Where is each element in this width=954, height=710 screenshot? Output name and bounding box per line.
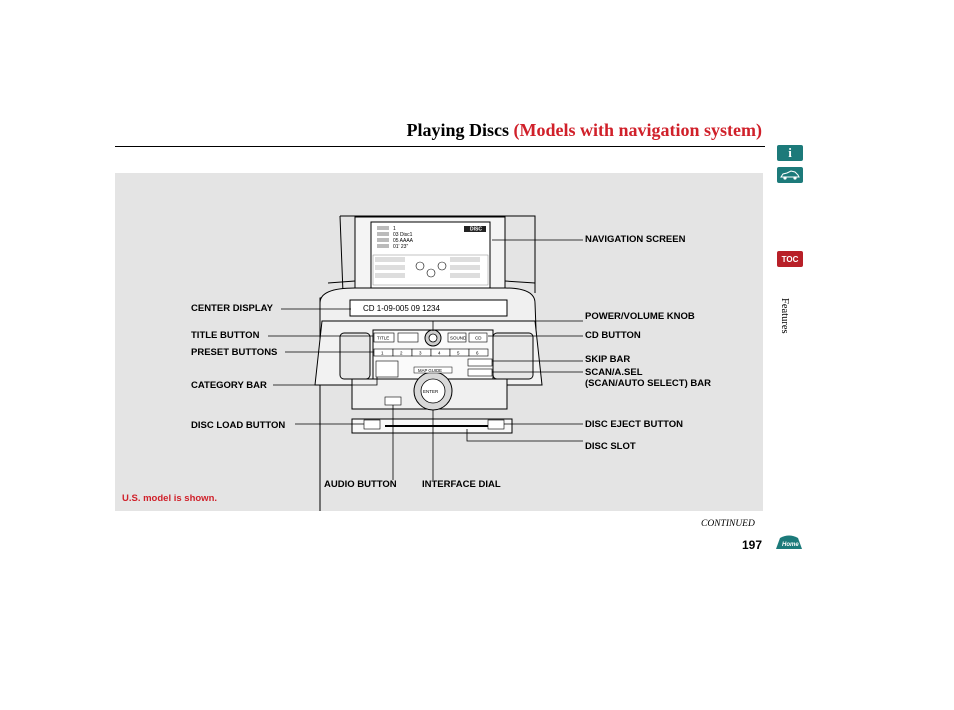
- preset-label-6: 6: [476, 351, 479, 356]
- preset-button-6[interactable]: [468, 348, 489, 357]
- page-title-sub: (Models with navigation system): [513, 120, 763, 140]
- preset-label-1: 1: [381, 351, 384, 356]
- section-label: Features: [779, 298, 790, 334]
- audio-button[interactable]: [384, 396, 402, 406]
- home-button[interactable]: Home: [774, 534, 804, 550]
- info-button[interactable]: [397, 332, 419, 343]
- callout-disc-eject-button: DISC EJECT BUTTON: [585, 419, 684, 430]
- enter-label: ENTER: [423, 389, 439, 394]
- nav-row-4: 01' 23": [393, 244, 408, 250]
- preset-buttons: 1 2 3 4 5 6: [373, 348, 489, 357]
- callout-lines: [268, 239, 583, 480]
- callout-scan-line2: (SCAN/AUTO SELECT) BAR: [585, 378, 711, 389]
- sound-button-label: SOUND: [450, 336, 467, 341]
- callout-power-volume-knob: POWER/VOLUME KNOB: [585, 311, 695, 322]
- audio-unit-illustration: DISC 1 03 Disc1 05 AAAA 01' 23" CD 1-09-…: [268, 215, 583, 511]
- home-icon: Home: [776, 535, 802, 549]
- title-rule: [115, 146, 765, 147]
- preset-label-5: 5: [457, 351, 460, 356]
- car-icon-graphic: [780, 170, 800, 180]
- cd-button-label: CD: [475, 336, 482, 341]
- preset-label-4: 4: [438, 351, 441, 356]
- page-number: 197: [742, 538, 763, 552]
- callout-interface-dial: INTERFACE DIAL: [422, 479, 501, 490]
- preset-label-3: 3: [419, 351, 422, 356]
- callout-category-bar: CATEGORY BAR: [191, 380, 267, 391]
- car-icon[interactable]: [777, 167, 803, 183]
- cd-button[interactable]: [468, 332, 488, 343]
- callout-audio-button: AUDIO BUTTON: [324, 479, 397, 490]
- toc-button[interactable]: TOC: [777, 251, 803, 267]
- category-bar[interactable]: [375, 360, 399, 378]
- sound-button[interactable]: [447, 332, 467, 343]
- nav-badge: DISC: [470, 227, 482, 233]
- callout-skip-bar: SKIP BAR: [585, 354, 631, 365]
- continued-label: CONTINUED: [701, 519, 755, 529]
- page-title-main: Playing Discs: [406, 120, 509, 140]
- callout-title-button: TITLE BUTTON: [191, 330, 260, 341]
- nav-row-1: 1: [393, 226, 396, 232]
- disc-load-button[interactable]: [363, 419, 381, 430]
- callout-scan-line1: SCAN/A.SEL: [585, 367, 643, 378]
- info-icon-glyph: i: [788, 145, 792, 160]
- callout-disc-slot: DISC SLOT: [585, 441, 636, 452]
- callout-cd-button: CD BUTTON: [585, 330, 641, 341]
- callout-center-display: CENTER DISPLAY: [191, 303, 273, 314]
- callout-navigation-screen: NAVIGATION SCREEN: [585, 234, 686, 245]
- map-guide-label: MAP GUIDE: [418, 368, 442, 373]
- preset-label-2: 2: [400, 351, 403, 356]
- model-note: U.S. model is shown.: [122, 493, 218, 504]
- svg-text:Home: Home: [782, 542, 799, 548]
- info-icon[interactable]: i: [777, 145, 803, 161]
- nav-row-3: 05 AAAA: [393, 238, 414, 244]
- toc-label: TOC: [781, 254, 799, 264]
- skip-bar[interactable]: [467, 358, 493, 367]
- title-button[interactable]: [373, 332, 395, 343]
- callout-preset-buttons: PRESET BUTTONS: [191, 347, 278, 358]
- page-title: Playing Discs (Models with navigation sy…: [406, 120, 762, 141]
- nav-row-2: 03 Disc1: [393, 232, 413, 238]
- center-display-readout: CD 1-09-005 09 1234: [363, 304, 440, 313]
- disc-eject-button[interactable]: [487, 419, 505, 430]
- scan-bar[interactable]: [467, 368, 493, 377]
- title-button-label: TITLE: [377, 336, 389, 341]
- callout-disc-load-button: DISC LOAD BUTTON: [191, 420, 286, 431]
